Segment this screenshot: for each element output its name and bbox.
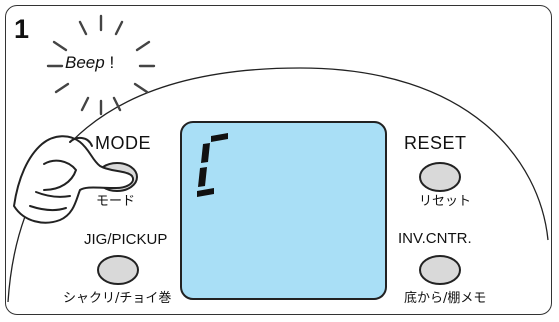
- beep-text: Beep: [65, 53, 105, 72]
- mode-button-label: MODE: [95, 133, 151, 153]
- reset-button-label: RESET: [404, 133, 467, 153]
- lcd-digit-c: [197, 133, 228, 197]
- inv-cntr-button-label-jp: 底から/棚メモ: [404, 291, 487, 306]
- pointing-hand-icon: [13, 135, 134, 224]
- mode-button-label-jp: モード: [96, 194, 136, 209]
- jig-pickup-button-shape: [97, 255, 139, 285]
- lcd-screen: [180, 121, 387, 300]
- beep-label: Beep !: [65, 54, 114, 71]
- jig-pickup-button-label: JIG/PICKUP: [84, 231, 168, 248]
- beep-sound-rays: [46, 14, 156, 116]
- inv-cntr-button-shape: [419, 255, 461, 285]
- jig-pickup-button-label-jp: シャクリ/チョイ巻: [63, 291, 172, 306]
- beep-exclaim: !: [109, 53, 115, 72]
- inv-cntr-button-label: INV.CNTR.: [398, 230, 472, 247]
- reset-button-label-jp: リセット: [419, 194, 472, 209]
- reset-button-shape: [419, 162, 461, 192]
- panel-border: [5, 5, 552, 315]
- step-number: 1: [14, 14, 30, 44]
